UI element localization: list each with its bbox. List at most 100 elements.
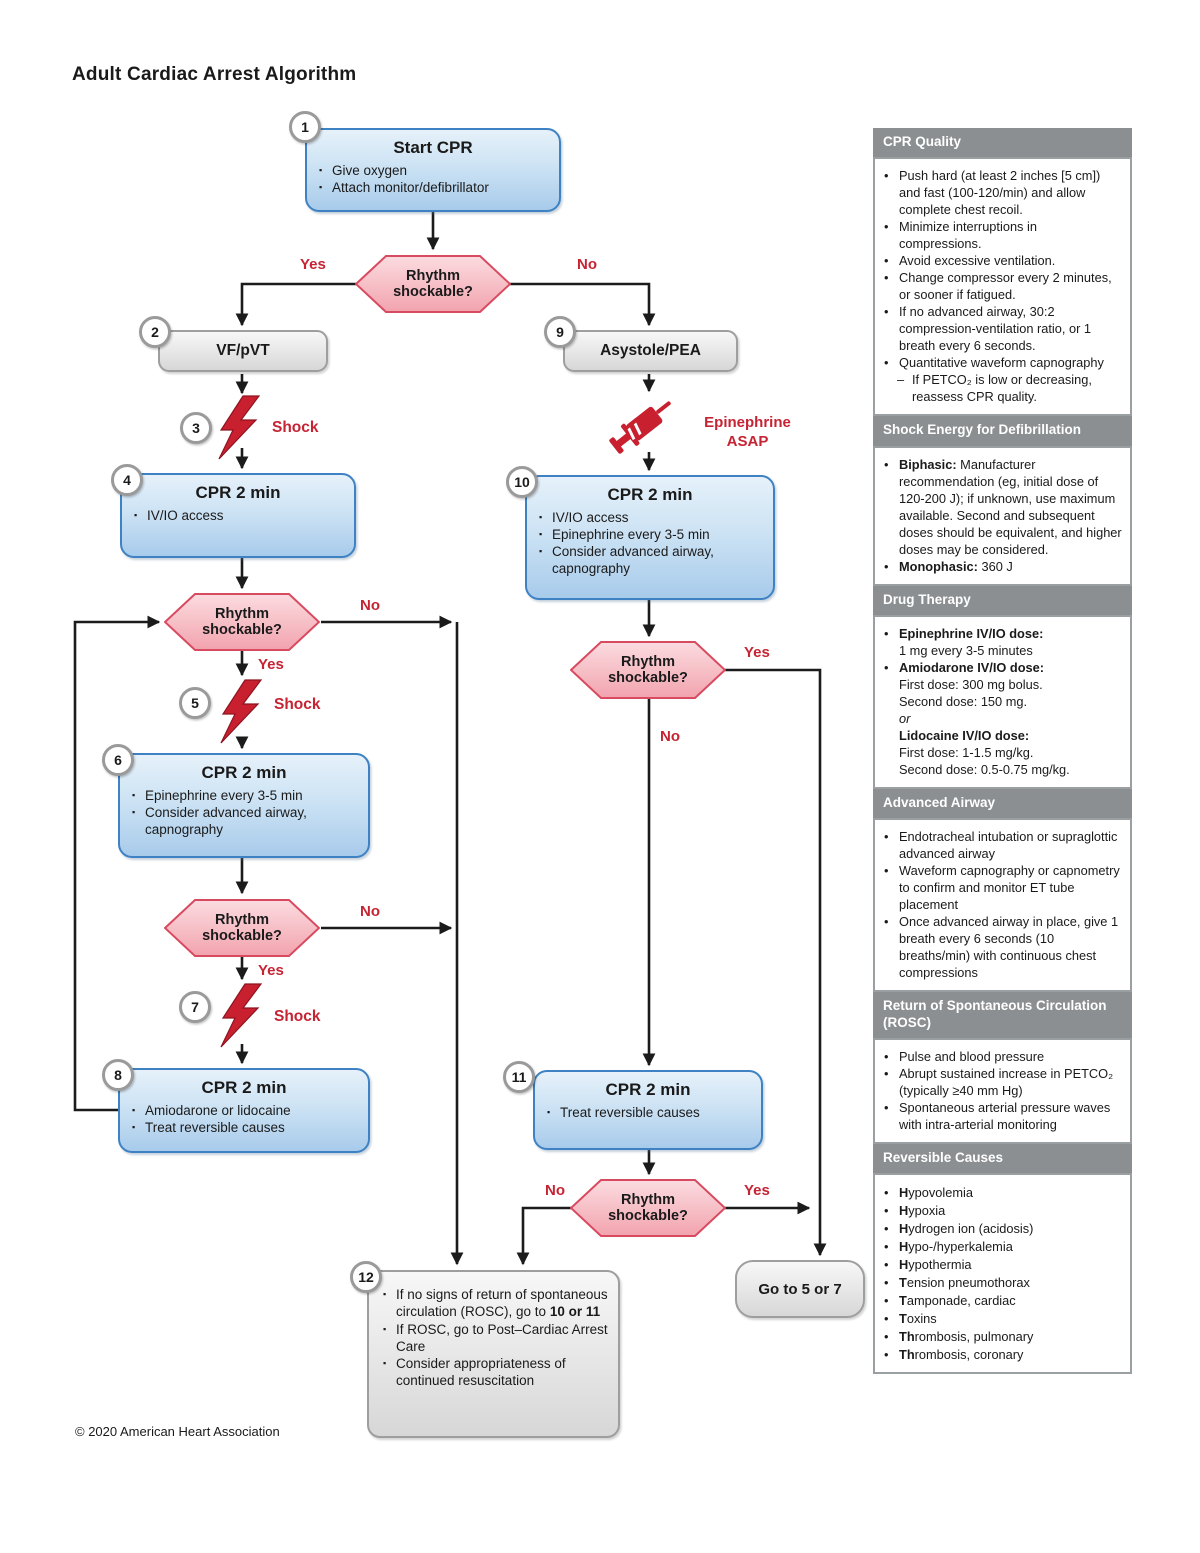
sidebar-bullet: Hypovolemia <box>884 1184 1122 1201</box>
page-title: Adult Cardiac Arrest Algorithm <box>72 64 357 85</box>
sidebar-bullet: Tamponade, cardiac <box>884 1292 1122 1309</box>
sidebar-bullet: Hydrogen ion (acidosis) <box>884 1220 1122 1237</box>
step-number-badge-4: 4 <box>111 464 143 496</box>
sidebar-bullet: Waveform capnography or capnometry to co… <box>884 862 1122 913</box>
step-number-badge-6: 6 <box>102 744 134 776</box>
box-bullet: Epinephrine every 3-5 min <box>132 787 358 804</box>
decision-rhythm-shockable-5: Rhythm shockable? <box>570 1179 726 1237</box>
epinephrine-asap-label: Epinephrine ASAP <box>704 414 791 450</box>
sidebar-bullet: Abrupt sustained increase in PETCO₂ (typ… <box>884 1065 1122 1099</box>
sidebar-bullet: Thrombosis, pulmonary <box>884 1328 1122 1345</box>
sidebar-section-title-advanced-airway: Advanced Airway <box>873 789 1132 819</box>
sidebar-bullet: Biphasic: Manufacturer recommendation (e… <box>884 456 1122 558</box>
box-bullet: Epinephrine every 3-5 min <box>539 526 763 543</box>
sidebar-bullet: Hypothermia <box>884 1256 1122 1273</box>
sidebar-bullet: Change compressor every 2 minutes, or so… <box>884 269 1122 303</box>
step-number-badge-3: 3 <box>180 412 212 444</box>
box-bullet: Consider advanced airway, capnography <box>539 543 763 578</box>
no-label: No <box>360 903 380 920</box>
sidebar-section-reversible-causes: Hypovolemia Hypoxia Hydrogen ion (acidos… <box>873 1173 1132 1375</box>
step-number-badge-1: 1 <box>289 111 321 143</box>
sidebar-bullet: Avoid excessive ventilation. <box>884 252 1122 269</box>
sidebar-bullet: Toxins <box>884 1310 1122 1327</box>
box-bullet: IV/IO access <box>539 509 763 526</box>
sidebar-line: 1 mg every 3-5 minutes <box>899 642 1033 658</box>
shock-label: Shock <box>274 1008 321 1025</box>
box-bullet: Attach monitor/defibrillator <box>319 179 549 196</box>
start-cpr-box: Start CPR Give oxygen Attach monitor/def… <box>305 128 561 212</box>
yes-label: Yes <box>744 644 770 661</box>
box-bullet: If no signs of return of spontaneous cir… <box>383 1286 608 1321</box>
box-bullet: If ROSC, go to Post–Cardiac Arrest Care <box>383 1321 608 1356</box>
box-title: CPR 2 min <box>605 1080 691 1099</box>
sidebar-bullet: Pulse and blood pressure <box>884 1048 1122 1065</box>
box-bullet: Treat reversible causes <box>547 1104 751 1121</box>
box-bullet: Amiodarone or lidocaine <box>132 1102 358 1119</box>
box-bullet: Consider appropriateness of continued re… <box>383 1355 608 1390</box>
sidebar-section-title-cpr-quality: CPR Quality <box>873 128 1132 158</box>
vf-pvt-box: VF/pVT <box>158 330 328 372</box>
decision-rhythm-shockable-4: Rhythm shockable? <box>570 641 726 699</box>
sidebar-bullet: Amiodarone IV/IO dose: <box>884 659 1122 676</box>
asystole-pea-box: Asystole/PEA <box>563 330 738 372</box>
box-title: CPR 2 min <box>201 1078 287 1097</box>
no-label: No <box>360 597 380 614</box>
decision-rhythm-shockable-1: Rhythm shockable? <box>355 255 511 313</box>
sidebar-section-title-shock-energy: Shock Energy for Defibrillation <box>873 416 1132 446</box>
step-number-badge-5: 5 <box>179 687 211 719</box>
box-title: CPR 2 min <box>201 763 287 782</box>
yes-label: Yes <box>300 256 326 273</box>
shock-bolt-icon <box>220 983 262 1048</box>
sidebar-bullet: Tension pneumothorax <box>884 1274 1122 1291</box>
shock-label: Shock <box>272 419 319 436</box>
cpr-2min-box-4: CPR 2 min IV/IO access <box>120 473 356 558</box>
shock-bolt-icon <box>218 395 260 460</box>
box-title: CPR 2 min <box>195 483 281 502</box>
decision-rhythm-shockable-3: Rhythm shockable? <box>164 899 320 957</box>
sidebar-section-cpr-quality: Push hard (at least 2 inches [5 cm]) and… <box>873 157 1132 417</box>
step-number-badge-2: 2 <box>139 316 171 348</box>
box-bullet: Treat reversible causes <box>132 1119 358 1136</box>
no-label: No <box>660 728 680 745</box>
cpr-2min-box-11: CPR 2 min Treat reversible causes <box>533 1070 763 1150</box>
decision-label: Rhythm shockable? <box>608 653 688 686</box>
cpr-2min-box-10: CPR 2 min IV/IO access Epinephrine every… <box>525 475 775 600</box>
sidebar-line: First dose: 1-1.5 mg/kg. <box>899 745 1034 760</box>
step-number-badge-9: 9 <box>544 316 576 348</box>
copyright-notice: © 2020 American Heart Association <box>75 1424 280 1439</box>
sidebar-section-shock-energy: Biphasic: Manufacturer recommendation (e… <box>873 445 1132 586</box>
step-number-badge-7: 7 <box>179 991 211 1023</box>
cpr-2min-box-8: CPR 2 min Amiodarone or lidocaine Treat … <box>118 1068 370 1153</box>
sidebar-bullet: Quantitative waveform capnography <box>884 354 1122 371</box>
decision-label: Rhythm shockable? <box>202 605 282 638</box>
no-label: No <box>545 1182 565 1199</box>
sidebar-section-drug-therapy: Epinephrine IV/IO dose: 1 mg every 3-5 m… <box>873 614 1132 790</box>
sidebar-section-title-reversible-causes: Reversible Causes <box>873 1143 1132 1173</box>
box-bullet: Give oxygen <box>319 162 549 179</box>
sidebar-section-advanced-airway: Endotracheal intubation or supraglottic … <box>873 818 1132 993</box>
shock-bolt-icon <box>220 679 262 744</box>
box-bullet: Consider advanced airway, capnography <box>132 804 358 839</box>
yes-label: Yes <box>258 656 284 673</box>
sidebar-bullet: Thrombosis, coronary <box>884 1346 1122 1363</box>
sidebar-line: First dose: 300 mg bolus. <box>899 676 1043 692</box>
box-title: CPR 2 min <box>607 485 693 504</box>
sidebar-bullet: Hypo-/hyperkalemia <box>884 1238 1122 1255</box>
sidebar-bullet: Minimize interruptions in compressions. <box>884 218 1122 252</box>
decision-label: Rhythm shockable? <box>202 911 282 944</box>
step-number-badge-8: 8 <box>102 1059 134 1091</box>
sidebar-line: Second dose: 0.5-0.75 mg/kg. <box>899 762 1070 778</box>
decision-label: Rhythm shockable? <box>393 267 473 300</box>
yes-label: Yes <box>258 962 284 979</box>
shock-label: Shock <box>274 696 321 713</box>
sidebar-section-rosc: Pulse and blood pressure Abrupt sustaine… <box>873 1037 1132 1144</box>
sidebar-bullet: Push hard (at least 2 inches [5 cm]) and… <box>884 167 1122 218</box>
box-title: Start CPR <box>393 138 473 157</box>
sidebar-sub-bullet: If PETCO₂ is low or decreasing, reassess… <box>897 371 1122 405</box>
sidebar-bullet: Monophasic: 360 J <box>884 558 1122 575</box>
no-label: No <box>577 256 597 273</box>
sidebar-bullet: Endotracheal intubation or supraglottic … <box>884 828 1122 862</box>
sidebar-section-title-drug-therapy: Drug Therapy <box>873 585 1132 615</box>
step-number-badge-11: 11 <box>503 1061 535 1093</box>
